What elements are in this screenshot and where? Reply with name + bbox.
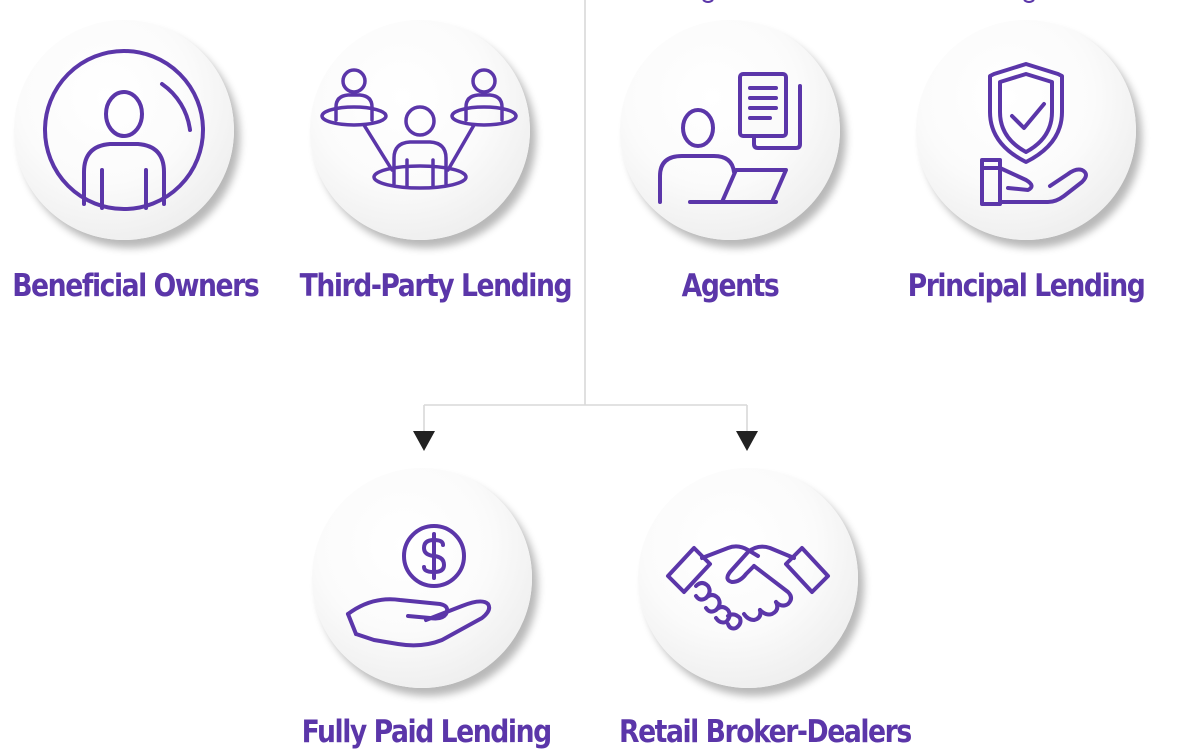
- shield-check-hand-icon: [980, 62, 1088, 206]
- top-partial-mark: [702, 0, 714, 3]
- top-partial-mark: [1023, 0, 1035, 3]
- agents-node: [620, 20, 840, 240]
- retail-broker-dealers-label: Retail Broker-Dealers: [619, 714, 912, 750]
- handshake-icon: [666, 544, 830, 631]
- beneficial-owners-node: [14, 20, 234, 240]
- arrowhead-right: [736, 431, 758, 451]
- fully-paid-lending-label: Fully Paid Lending: [301, 714, 553, 750]
- beneficial-owners-label: Beneficial Owners: [12, 268, 260, 304]
- dollar-coin-hand-icon: [346, 524, 492, 648]
- third-party-lending-node: [310, 20, 530, 240]
- person-in-circle-icon: [43, 49, 205, 211]
- fully-paid-lending-node: [312, 468, 532, 688]
- person-with-laptop-documents-icon: [658, 72, 802, 204]
- retail-broker-dealers-node: [638, 468, 858, 688]
- principal-lending-node: [916, 20, 1136, 240]
- people-network-icon: [320, 68, 518, 190]
- arrowhead-left: [413, 431, 435, 451]
- agents-label: Agents: [681, 268, 780, 304]
- principal-lending-label: Principal Lending: [907, 268, 1146, 304]
- third-party-lending-label: Third-Party Lending: [299, 268, 573, 304]
